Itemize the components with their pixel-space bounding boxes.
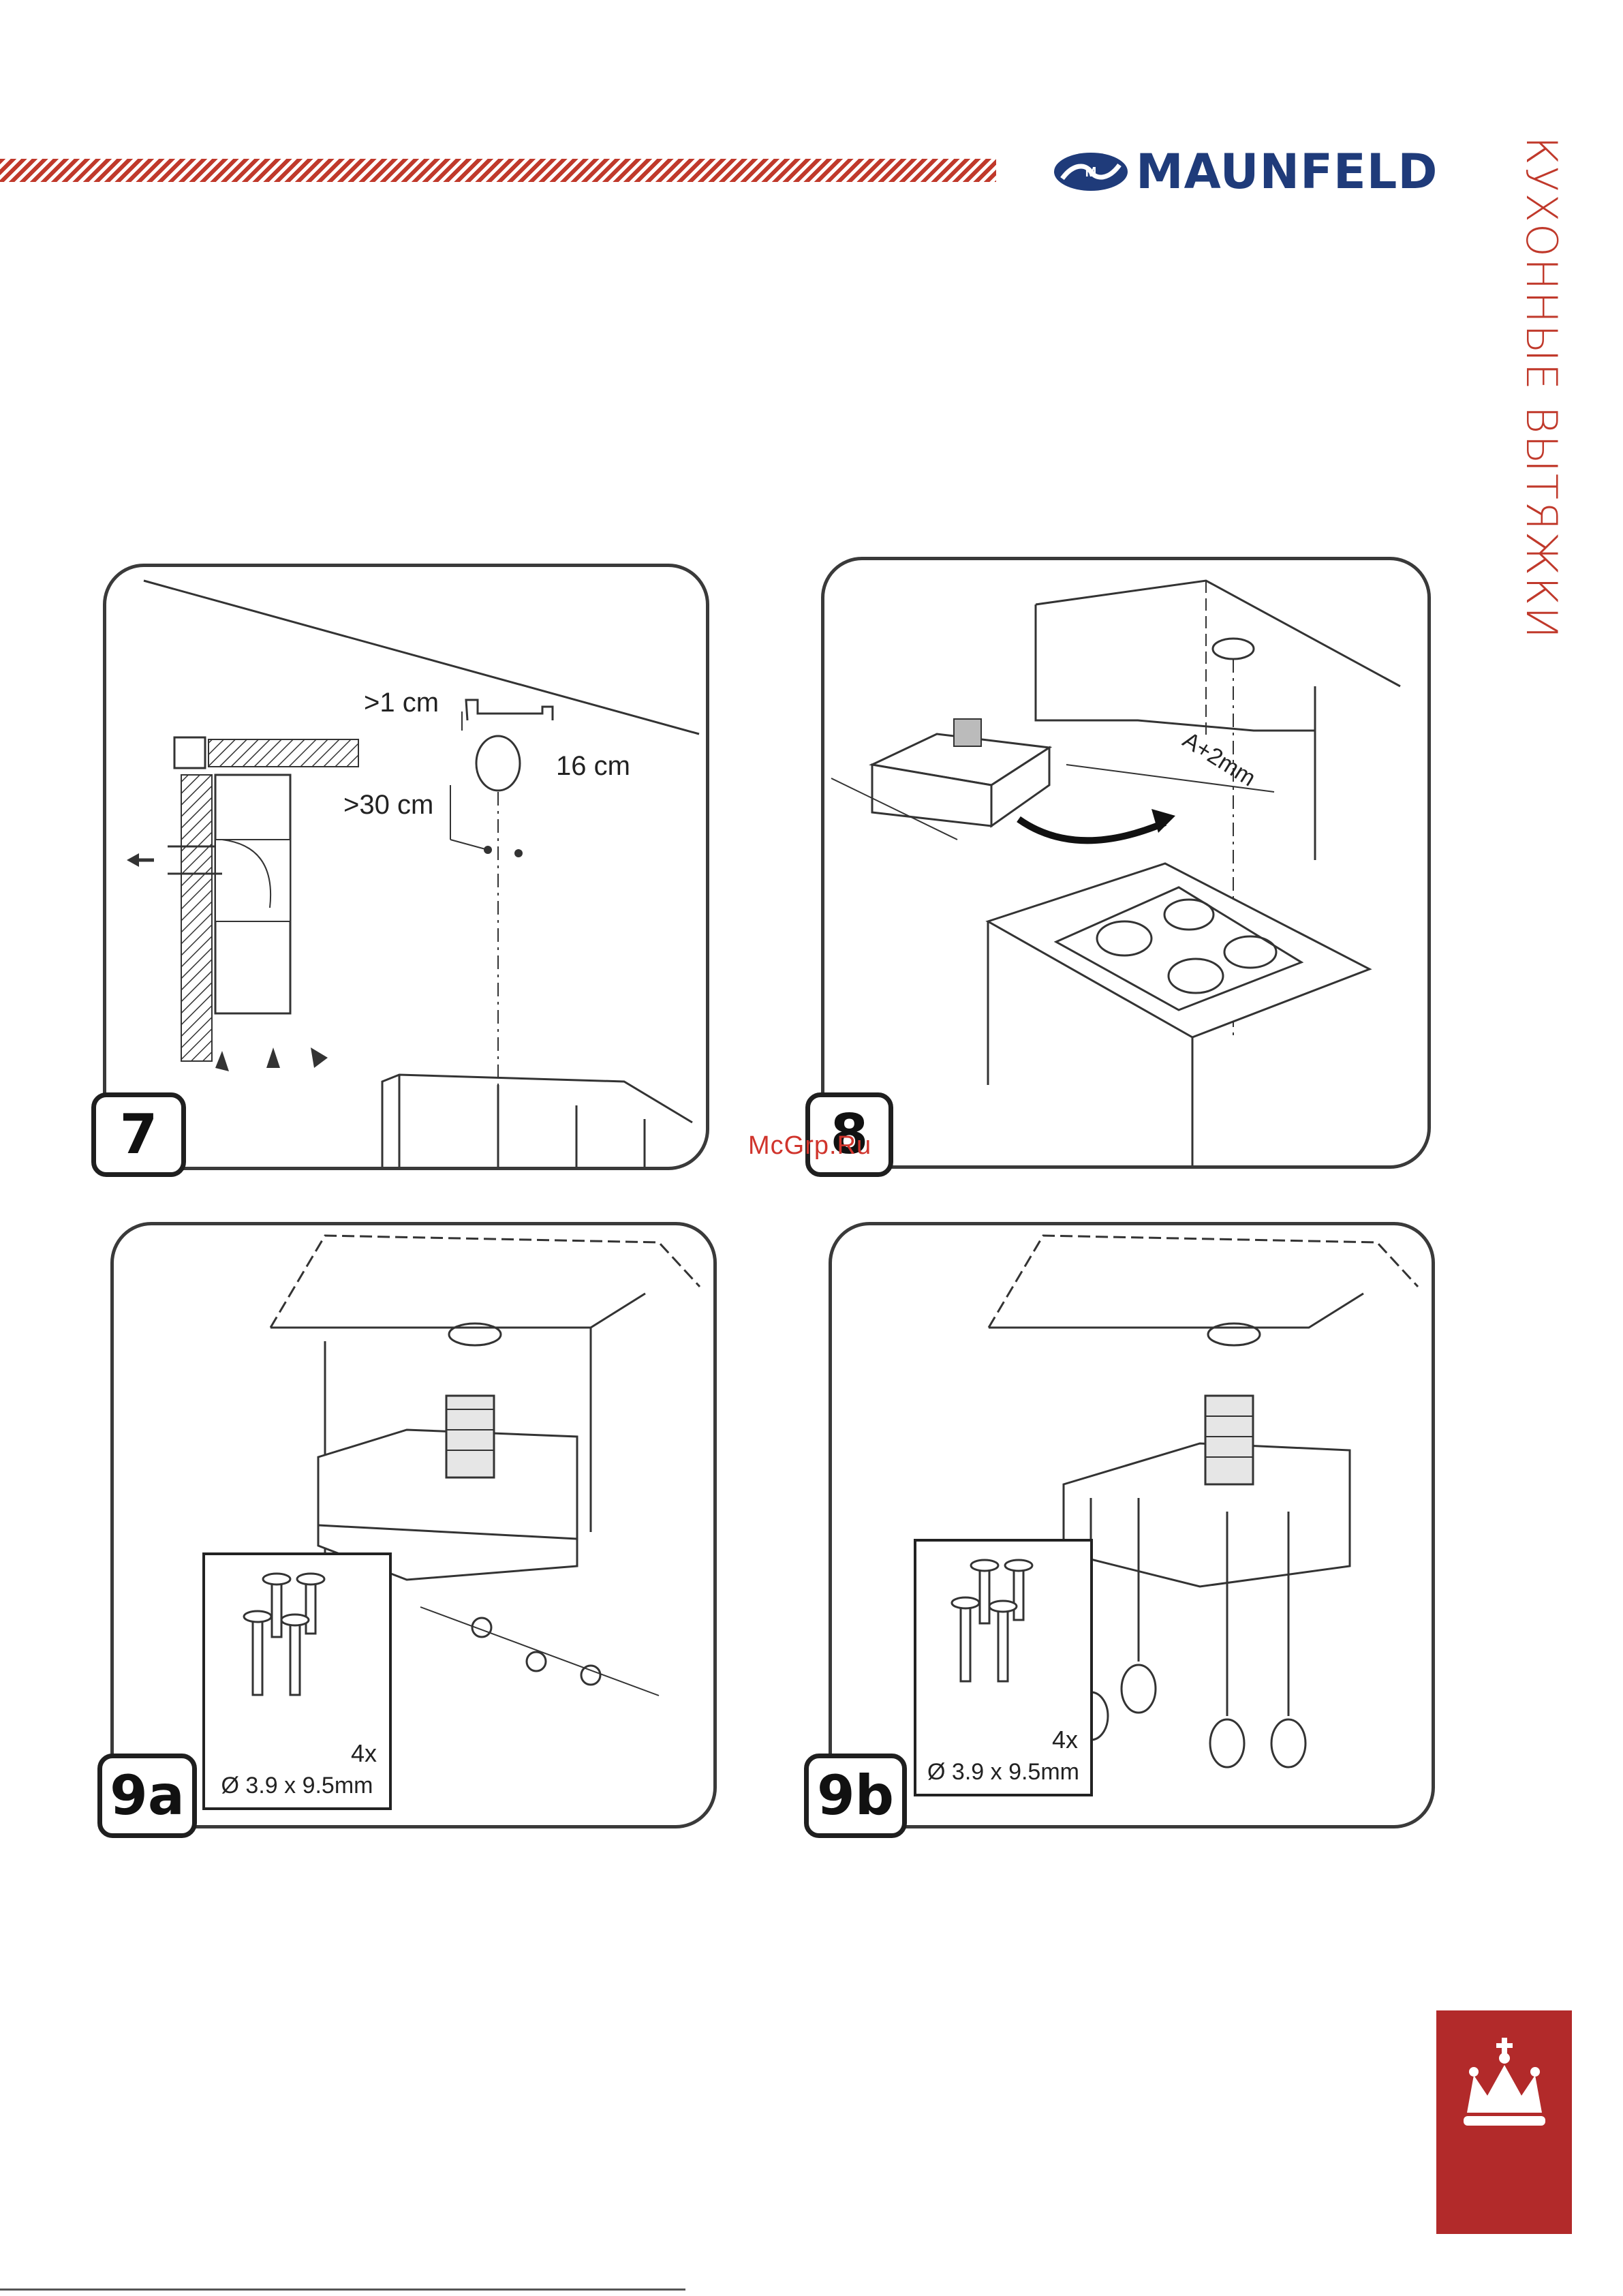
panel-step-8: A+2mm xyxy=(821,557,1431,1169)
screws-icon xyxy=(205,1555,389,1746)
side-title: КУХОННЫЕ ВЫТЯЖКИ xyxy=(1512,136,1566,627)
brand-corner-block xyxy=(1436,2010,1572,2234)
step-badge-9b: 9b xyxy=(804,1754,907,1838)
brand-name: MAUNFELD xyxy=(1136,148,1438,196)
label-gap-side: >30 cm xyxy=(343,790,433,821)
svg-text:M: M xyxy=(1085,165,1097,180)
footer-rule xyxy=(0,2289,685,2291)
screws-size: Ø 3.9 x 9.5mm xyxy=(205,1773,389,1799)
screws-info-box: 4x Ø 3.9 x 9.5mm xyxy=(202,1552,392,1810)
screws-info-box: 4x Ø 3.9 x 9.5mm xyxy=(914,1539,1093,1796)
panel-step-9b: 4x Ø 3.9 x 9.5mm xyxy=(829,1222,1435,1828)
maunfeld-logo-icon: M xyxy=(1053,151,1129,192)
label-duct-diameter: 16 cm xyxy=(556,751,630,782)
step-badge-9a: 9a xyxy=(97,1754,197,1838)
cabinet-fit-diagram xyxy=(824,560,1427,1165)
screws-icon xyxy=(916,1542,1090,1732)
screws-quantity: 4x xyxy=(1052,1726,1078,1754)
header-stripe xyxy=(0,159,996,182)
step-badge-7: 7 xyxy=(91,1092,186,1177)
screws-size: Ø 3.9 x 9.5mm xyxy=(916,1759,1090,1786)
brand-logo: M MAUNFELD xyxy=(1053,144,1438,199)
screws-quantity: 4x xyxy=(351,1739,377,1768)
duct-installation-diagram xyxy=(106,567,706,1167)
watermark: McGrp.Ru xyxy=(748,1131,871,1161)
panel-step-9a: 4x Ø 3.9 x 9.5mm xyxy=(110,1222,717,1828)
label-gap-top: >1 cm xyxy=(364,688,439,718)
crown-icon xyxy=(1436,2010,1572,2234)
side-title-text: КУХОННЫЕ ВЫТЯЖКИ xyxy=(1517,136,1566,640)
panel-step-7: >1 cm >30 cm 16 cm xyxy=(103,564,709,1170)
